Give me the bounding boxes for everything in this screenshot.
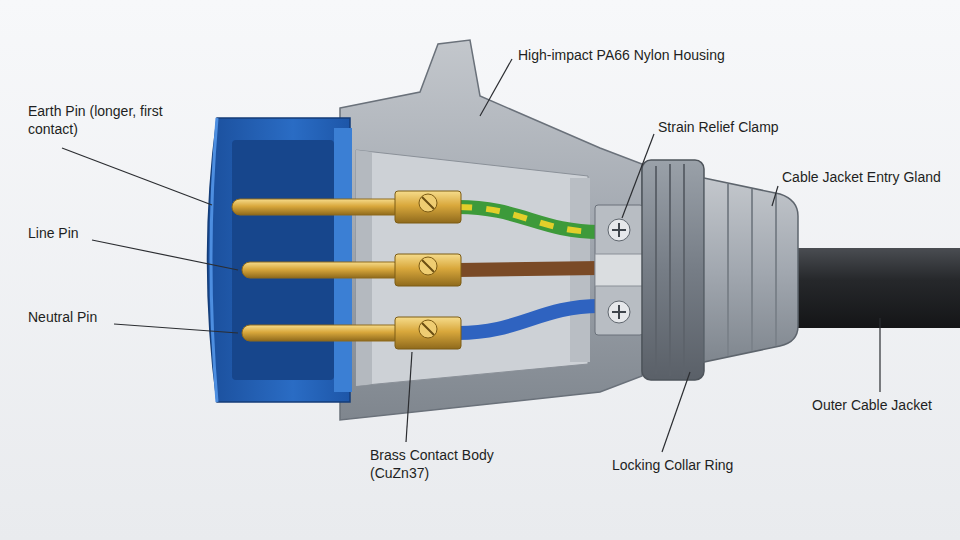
part-label: Earth Pin (longer, first contact) xyxy=(28,102,188,138)
part-label: Brass Contact Body (CuZn37) xyxy=(370,446,510,482)
part-label: Strain Relief Clamp xyxy=(658,118,828,136)
part-label: Line Pin xyxy=(28,224,128,242)
part-label: Neutral Pin xyxy=(28,308,138,326)
gland-ribs xyxy=(728,184,776,356)
clamp-bar xyxy=(595,254,643,286)
front-recess xyxy=(232,140,334,380)
earth-wire xyxy=(458,207,600,232)
screw-cross xyxy=(612,223,626,319)
gland-body xyxy=(704,178,798,362)
part-label: Outer Cable Jacket xyxy=(812,396,952,414)
leader-line xyxy=(92,240,238,270)
collar-body xyxy=(642,160,704,380)
earth-wire-stripe xyxy=(458,207,600,232)
brass-contact-body xyxy=(395,254,461,286)
entry-gland xyxy=(704,178,798,362)
locking-collar-ring xyxy=(642,160,704,380)
front-edge xyxy=(211,118,217,402)
wires xyxy=(458,207,600,333)
clamp-body xyxy=(595,205,643,335)
leader-lines xyxy=(62,59,880,452)
leader-line xyxy=(622,134,654,218)
blue-front-collar xyxy=(208,118,351,402)
leader-line xyxy=(62,148,212,205)
part-label: High-impact PA66 Nylon Housing xyxy=(518,46,758,64)
nylon-housing xyxy=(340,40,642,420)
screw-slot xyxy=(422,197,434,335)
leader-line xyxy=(879,318,880,392)
part-label: Cable Jacket Entry Gland xyxy=(782,168,954,186)
neutral-pin xyxy=(242,325,402,341)
strain-relief-clamp xyxy=(595,205,643,335)
brass-bodies xyxy=(395,191,461,349)
collar-ribs xyxy=(656,164,684,376)
line-wire xyxy=(458,268,600,270)
brass-contact-body xyxy=(395,317,461,349)
brass-contact-body xyxy=(395,191,461,223)
leader-line xyxy=(772,186,778,206)
front-rim xyxy=(334,128,352,392)
leader-line xyxy=(406,352,412,442)
outer-cable-jacket xyxy=(795,248,960,328)
pins xyxy=(232,199,402,341)
leader-line xyxy=(114,324,238,333)
leader-line xyxy=(662,372,690,452)
line-pin xyxy=(242,262,402,278)
neutral-wire xyxy=(458,306,600,333)
earth-pin xyxy=(232,199,402,215)
part-label: Locking Collar Ring xyxy=(612,456,782,474)
leader-line xyxy=(480,59,512,116)
